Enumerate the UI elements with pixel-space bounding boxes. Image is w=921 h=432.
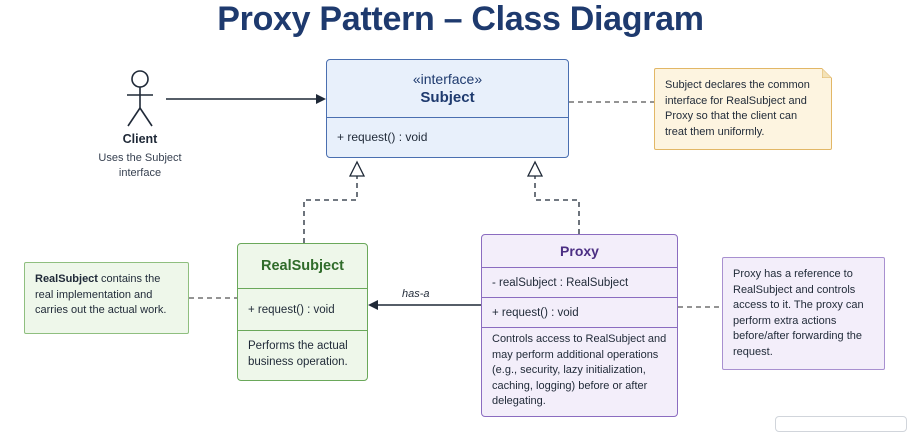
has-a-association-arrow [368, 300, 481, 310]
proxy-note-text: Proxy has a reference to RealSubject and… [733, 268, 864, 358]
proxy-attribute: - realSubject : RealSubject [482, 268, 677, 298]
realsubject-operation: + request() : void [238, 289, 367, 331]
subject-note-text: Subject declares the common interface fo… [665, 79, 810, 138]
subject-stereotype: «interface» [412, 71, 483, 87]
proxy-operation: + request() : void [482, 298, 677, 328]
association-label: has-a [402, 288, 430, 300]
subject-interface-class: «interface» Subject + request() : void [326, 59, 569, 158]
note-fold-icon [822, 68, 832, 78]
corner-frame [775, 416, 907, 432]
subject-header: «interface» Subject [327, 60, 568, 118]
subject-name: Subject [420, 89, 475, 106]
client-to-subject-arrow [166, 94, 326, 104]
page-title: Proxy Pattern – Class Diagram [217, 0, 704, 38]
proxy-realization-arrow [526, 160, 580, 234]
realsubject-class: RealSubject + request() : void Performs … [237, 243, 368, 381]
proxy-note: Proxy has a reference to RealSubject and… [722, 257, 885, 370]
client-description: Uses the Subject interface [98, 152, 182, 179]
realsubject-name: RealSubject [238, 244, 367, 289]
realsubject-note-text: contains the real implementation and car… [35, 273, 167, 316]
realsubject-note: RealSubject contains the real implementa… [24, 262, 189, 334]
proxy-description: Controls access to RealSubject and may p… [492, 333, 667, 407]
proxy-class: Proxy - realSubject : RealSubject + requ… [481, 234, 678, 417]
proxy-name: Proxy [482, 235, 677, 268]
client-actor-icon [127, 70, 153, 127]
subject-note: Subject declares the common interface fo… [654, 68, 832, 150]
diagram-connectors [127, 70, 722, 310]
realsubject-note-bold: RealSubject [35, 273, 98, 285]
realsubject-realization-arrow [303, 160, 366, 243]
client-label: Client [122, 132, 158, 146]
subject-operation: + request() : void [337, 130, 428, 144]
realsubject-description: Performs the actual business operation. [248, 340, 348, 368]
